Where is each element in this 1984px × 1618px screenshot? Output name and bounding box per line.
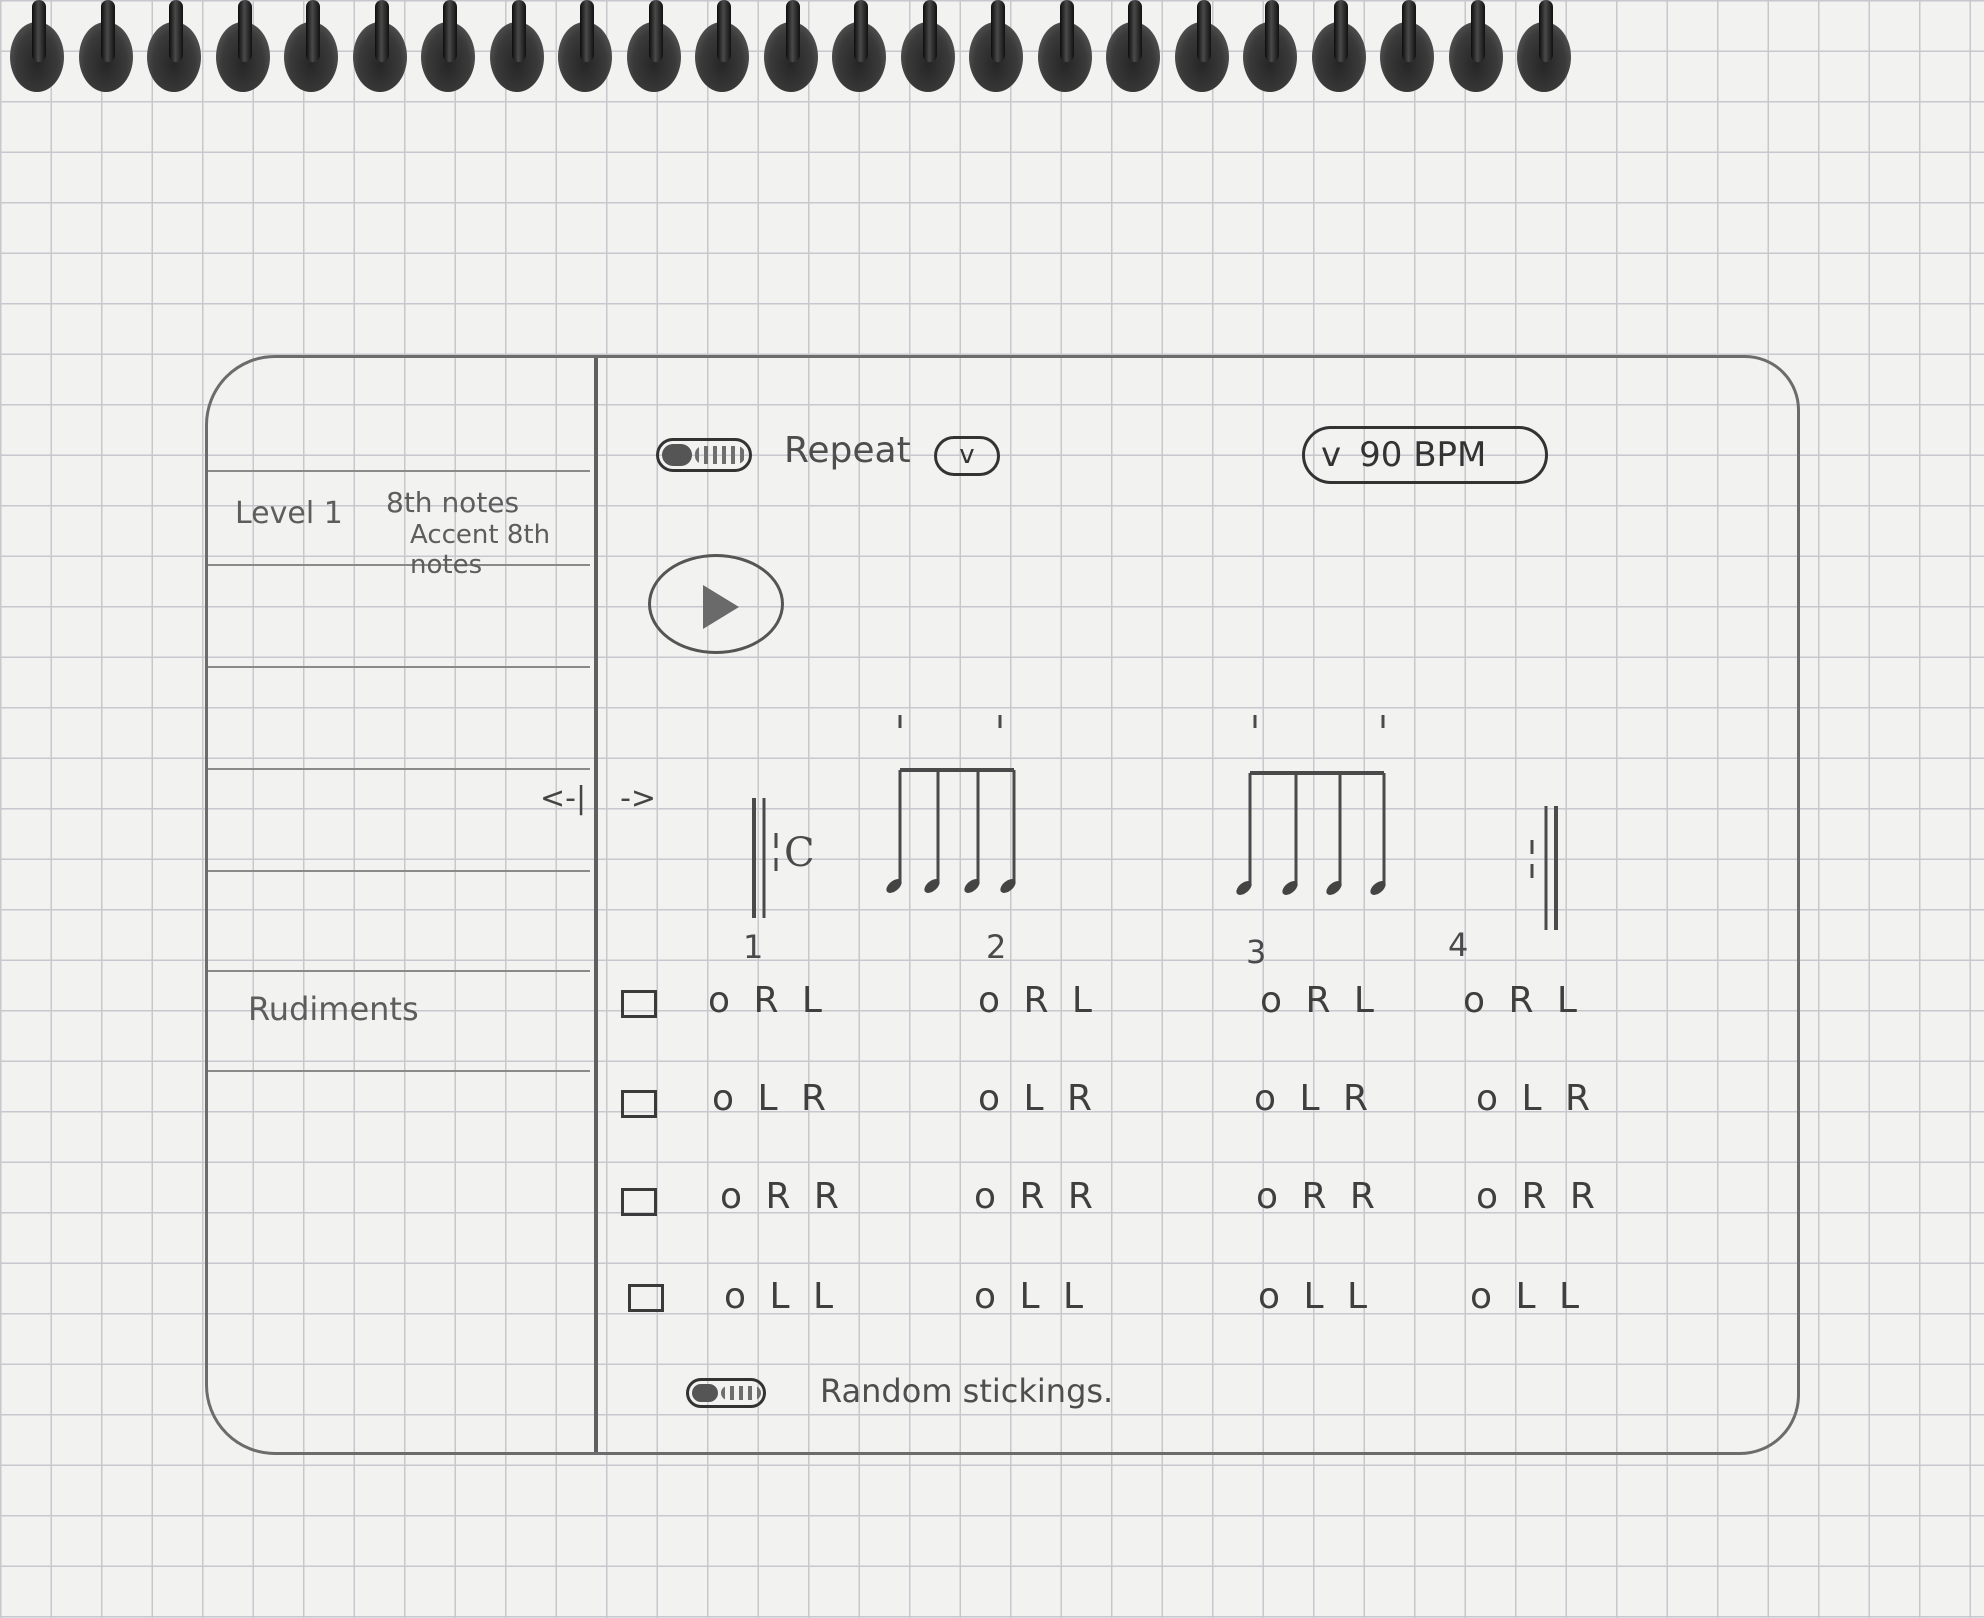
app-window: Level 1 8th notes Accent 8th notes Rudim… <box>205 355 1800 1455</box>
toggle-track <box>695 446 745 464</box>
note-head <box>1370 881 1386 895</box>
chevron-down-icon: v <box>1321 435 1342 475</box>
binding-ring <box>374 0 389 62</box>
sidebar-resize-handle[interactable]: <-| -> <box>540 778 660 818</box>
sticking-cell[interactable]: o R L <box>1260 980 1380 1021</box>
note-head <box>1000 879 1016 893</box>
binding-ring <box>922 0 937 62</box>
level-lesson-accent-8th-notes[interactable]: Accent 8th notes <box>410 520 551 580</box>
sticking-cell[interactable]: o R L <box>978 980 1098 1021</box>
binding-ring <box>511 0 526 62</box>
beat-number: 3 <box>1246 933 1267 971</box>
binding-ring <box>1470 0 1485 62</box>
sticking-cell[interactable]: o R R <box>1256 1176 1381 1217</box>
random-stickings-toggle[interactable] <box>686 1378 766 1408</box>
rudiments-label: Rudiments <box>248 990 419 1028</box>
sidebar-item-empty[interactable] <box>208 770 590 872</box>
binding-ring <box>1128 0 1142 62</box>
level-lesson-8th-notes[interactable]: 8th notes <box>386 486 520 519</box>
binding-ring <box>854 0 868 62</box>
sidebar-item-empty[interactable] <box>208 872 590 972</box>
toggle-knob <box>662 444 692 466</box>
sticking-cell[interactable]: o L L <box>1470 1276 1586 1317</box>
binding-ring <box>1333 0 1348 62</box>
binding-ring <box>1059 0 1074 62</box>
expand-right-icon: -> <box>620 780 657 816</box>
sticking-cell[interactable]: o R L <box>708 980 828 1021</box>
spiral-binding <box>0 0 1984 100</box>
binding-ring <box>32 0 46 62</box>
sticking-row-checkbox[interactable] <box>621 990 657 1018</box>
binding-ring <box>580 0 594 62</box>
sticking-cell[interactable]: o R R <box>974 1176 1099 1217</box>
sidebar-item-empty[interactable] <box>208 668 590 770</box>
repeat-dropdown-button[interactable]: v <box>934 436 1000 476</box>
repeat-label: Repeat <box>784 430 911 471</box>
sticking-cell[interactable]: o L L <box>1258 1276 1374 1317</box>
bpm-selector[interactable]: v 90 BPM <box>1302 426 1548 484</box>
binding-ring <box>1196 0 1211 62</box>
binding-ring <box>1265 0 1279 62</box>
time-signature: C <box>784 830 815 876</box>
toggle-knob <box>692 1384 718 1402</box>
binding-ring <box>100 0 115 62</box>
binding-ring <box>717 0 731 62</box>
sticking-row-checkbox[interactable] <box>621 1188 657 1216</box>
beat-number: 4 <box>1448 926 1469 964</box>
toggle-track <box>721 1386 761 1400</box>
binding-ring <box>1402 0 1416 62</box>
play-button[interactable] <box>648 554 784 654</box>
binding-ring <box>443 0 457 62</box>
binding-ring <box>648 0 663 62</box>
sticking-cell[interactable]: o L R <box>712 1078 832 1119</box>
sidebar-item-level-1[interactable]: Level 1 8th notes Accent 8th notes <box>208 470 590 580</box>
beat-number: 1 <box>743 928 764 966</box>
level-title: Level 1 <box>235 496 343 531</box>
bpm-value: 90 BPM <box>1359 435 1487 475</box>
sidebar-item-rudiments[interactable]: Rudiments <box>208 972 590 1072</box>
random-stickings-label: Random stickings. <box>820 1372 1114 1410</box>
repeat-toggle[interactable] <box>656 438 752 472</box>
sticking-cell[interactable]: o L R <box>1254 1078 1374 1119</box>
chevron-down-icon: v <box>959 440 975 470</box>
binding-ring <box>169 0 183 62</box>
sticking-cell[interactable]: o L L <box>974 1276 1090 1317</box>
note-head <box>1236 881 1252 895</box>
music-notation: C <box>752 715 1558 930</box>
sticking-cell[interactable]: o R L <box>1463 980 1583 1021</box>
sticking-cell[interactable]: o L R <box>978 1078 1098 1119</box>
binding-ring <box>991 0 1005 62</box>
note-head <box>964 879 980 893</box>
binding-ring <box>306 0 320 62</box>
binding-ring <box>237 0 252 62</box>
sticking-row-checkbox[interactable] <box>628 1284 664 1312</box>
sidebar: Level 1 8th notes Accent 8th notes Rudim… <box>208 358 598 1452</box>
sticking-cell[interactable]: o L R <box>1476 1078 1596 1119</box>
play-icon <box>703 585 739 629</box>
beat-number: 2 <box>986 928 1007 966</box>
sidebar-item-empty[interactable] <box>208 566 590 668</box>
binding-ring <box>1539 0 1553 62</box>
sticking-cell[interactable]: o L L <box>724 1276 840 1317</box>
binding-ring <box>785 0 800 62</box>
sticking-row-checkbox[interactable] <box>621 1090 657 1118</box>
note-head <box>1326 881 1342 895</box>
sticking-cell[interactable]: o R R <box>1476 1176 1601 1217</box>
sticking-cell[interactable]: o R R <box>720 1176 845 1217</box>
note-head <box>886 879 902 893</box>
note-head <box>1282 881 1298 895</box>
collapse-left-icon: <-| <box>540 780 587 816</box>
note-head <box>924 879 940 893</box>
